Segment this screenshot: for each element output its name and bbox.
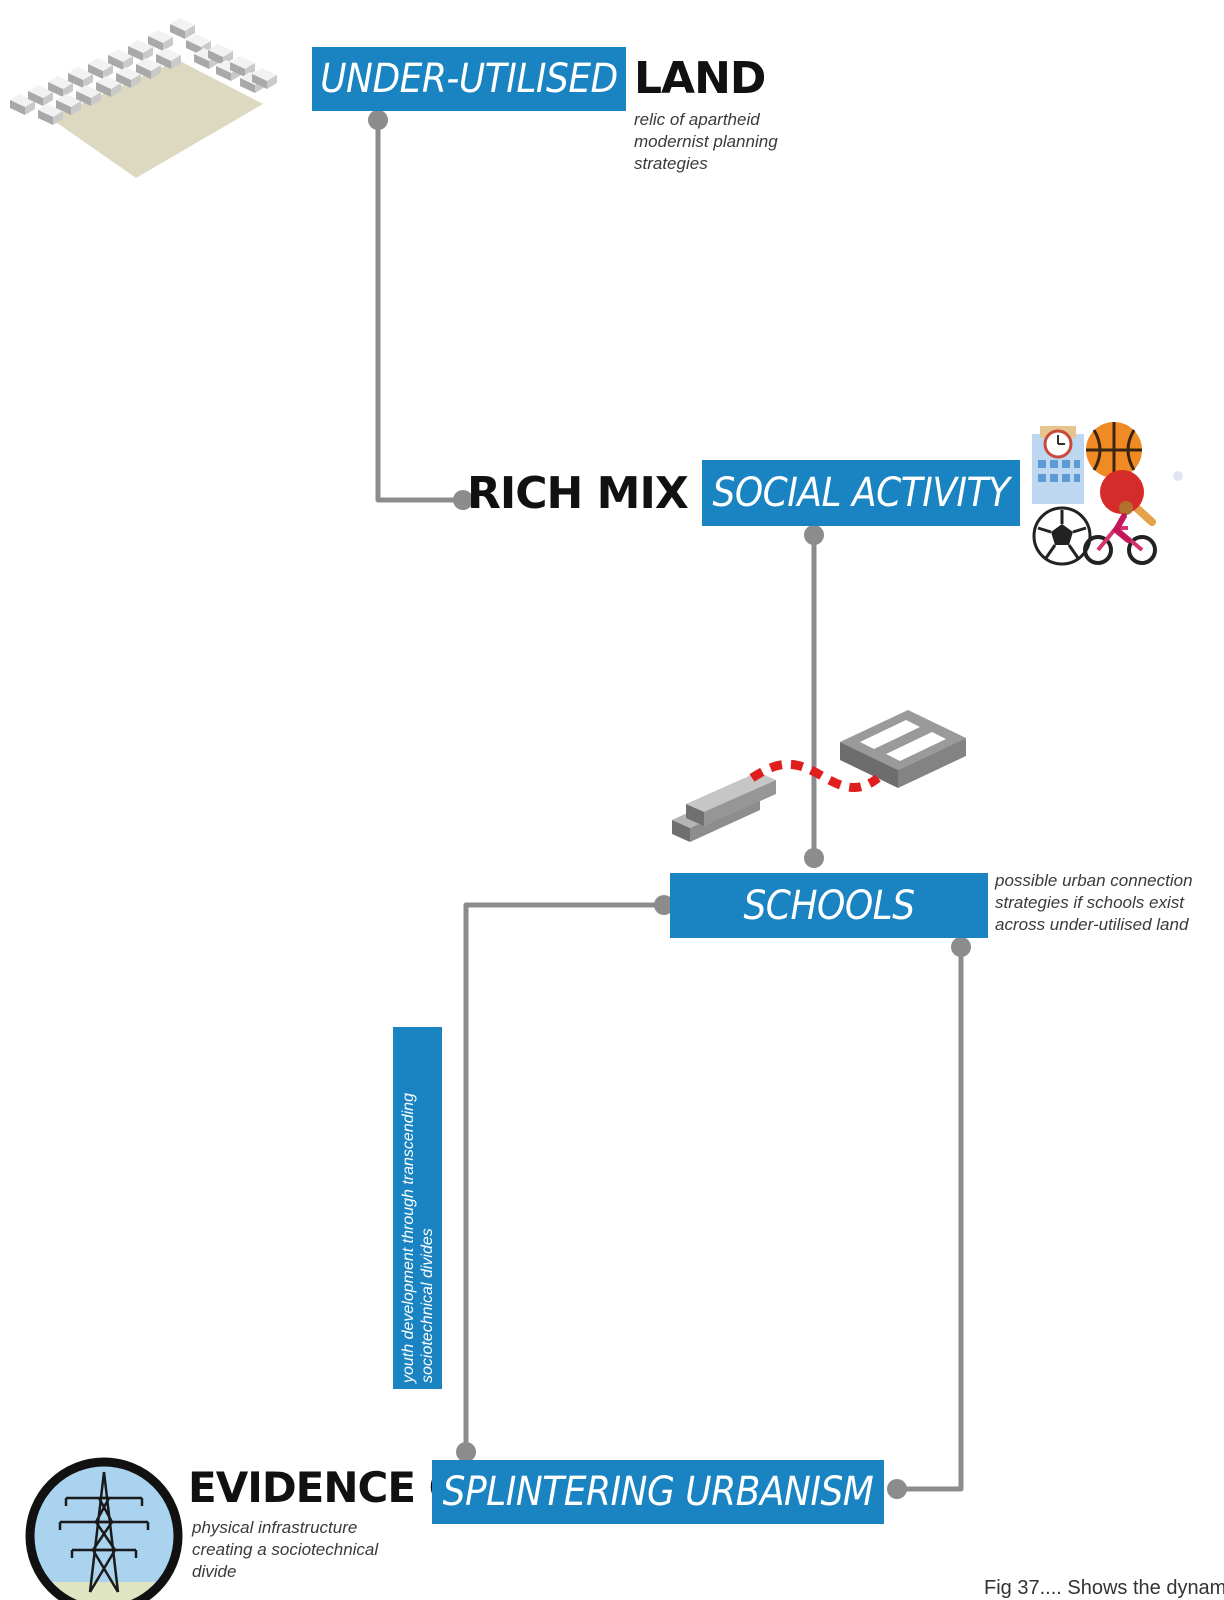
school-building-icon xyxy=(1032,426,1084,504)
splintering-highlight-text: SPLINTERING URBANISM xyxy=(442,1469,874,1515)
connector-land-social xyxy=(375,120,463,503)
splintering-note-line: divide xyxy=(192,1562,237,1581)
splintering-highlight-box: SPLINTERING URBANISM xyxy=(432,1460,884,1524)
building-grid-icon xyxy=(10,18,277,178)
social-highlight-box: SOCIAL ACTIVITY xyxy=(702,460,1020,526)
schools-note: possible urban connection strategies if … xyxy=(995,870,1193,936)
land-highlight-box: UNDER-UTILISED xyxy=(312,47,626,111)
connector-schools-splintering-right xyxy=(897,947,964,1492)
land-note-line: modernist planning xyxy=(634,132,778,151)
side-note-box: youth development through transcending s… xyxy=(393,1027,442,1389)
side-note-line: sociotechnical divides xyxy=(418,1228,436,1383)
connector-dot xyxy=(804,848,824,868)
splintering-note-line: creating a sociotechnical xyxy=(192,1540,379,1559)
red-dashed-connection xyxy=(749,759,881,793)
ping-pong-icon xyxy=(1100,470,1183,526)
schools-note-line: possible urban connection xyxy=(995,871,1193,890)
land-highlight-text: UNDER-UTILISED xyxy=(320,56,618,102)
soccer-ball-icon xyxy=(1032,506,1092,566)
connector-dot xyxy=(456,1442,476,1462)
schools-note-line: strategies if schools exist xyxy=(995,893,1184,912)
side-note-line: youth development through transcending xyxy=(399,1093,417,1383)
land-note-line: relic of apartheid xyxy=(634,110,760,129)
connector-dot xyxy=(804,525,824,545)
connector-schools-splintering-left xyxy=(463,902,664,1452)
connector-dot xyxy=(368,110,388,130)
splintering-note: physical infrastructure creating a socio… xyxy=(192,1517,378,1583)
schools-note-line: across under-utilised land xyxy=(995,915,1189,934)
schools-highlight-box: SCHOOLS xyxy=(670,873,988,938)
courtyard-block-icon xyxy=(840,710,966,788)
cyclist-icon xyxy=(1083,501,1157,565)
splintering-note-line: physical infrastructure xyxy=(192,1518,358,1537)
social-highlight-text: SOCIAL ACTIVITY xyxy=(712,470,1010,516)
land-label: LAND xyxy=(634,53,766,104)
connector-dot xyxy=(453,490,473,510)
activity-cluster-icon xyxy=(1032,422,1183,566)
basketball-icon xyxy=(1086,422,1142,478)
pylon-icon xyxy=(25,1457,183,1600)
bar-block-icon xyxy=(672,772,776,842)
land-note-line: strategies xyxy=(634,154,708,173)
school-blocks-icon xyxy=(672,710,966,842)
connector-dot xyxy=(887,1479,907,1499)
land-note: relic of apartheid modernist planning st… xyxy=(634,109,778,175)
schools-highlight-text: SCHOOLS xyxy=(743,882,915,929)
footer-caption: Fig 37.... Shows the dynamic xyxy=(984,1577,1224,1599)
side-note-text: youth development through transcending s… xyxy=(399,1033,437,1383)
connector-dot xyxy=(654,895,674,915)
connector-dot xyxy=(951,937,971,957)
